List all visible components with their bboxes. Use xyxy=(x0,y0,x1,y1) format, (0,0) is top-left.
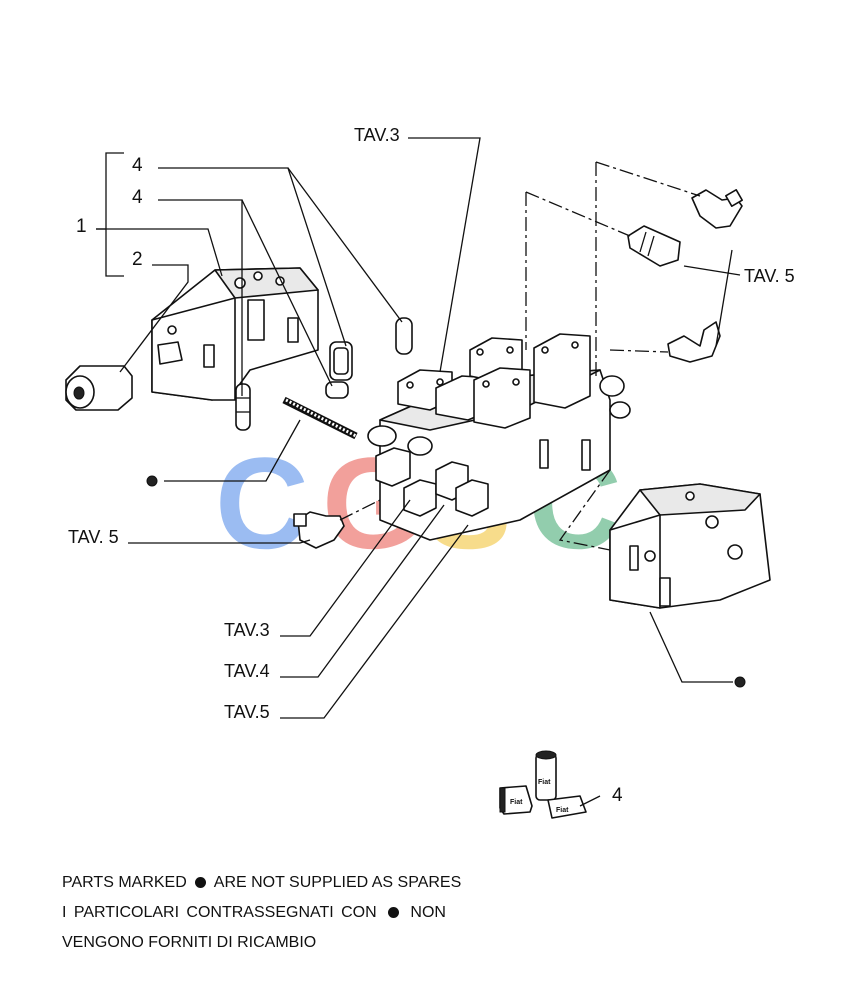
callout-tav5-left: TAV. 5 xyxy=(68,527,119,547)
cover-slot xyxy=(247,299,265,341)
block-port-3 xyxy=(599,375,625,397)
seal-ring-c xyxy=(325,381,349,399)
note-line-italian-2: VENGONO FORNITI DI RICAMBIO xyxy=(62,934,317,951)
note-line-italian-1: I PARTICOLARI CONTRASSEGNATI CON NON xyxy=(62,898,446,928)
block-port-1 xyxy=(367,425,397,447)
front-fitting-1 xyxy=(375,447,411,487)
seal-kit: Fiat Fiat Fiat xyxy=(499,750,601,819)
callout-tav4-bottom: TAV.4 xyxy=(224,661,270,681)
leader-4b-to-seal-c xyxy=(241,199,333,387)
spares-notes: PARTS MARKED ARE NOT SUPPLIED AS SPARES … xyxy=(62,868,461,958)
leader-tav3-top xyxy=(408,137,481,373)
leader-dot-to-stud xyxy=(164,419,301,482)
leader-tav5-bottom xyxy=(280,524,469,719)
note-it-word-4: CON xyxy=(341,904,377,921)
not-supplied-dot-icon xyxy=(195,877,207,889)
callout-4b: 4 xyxy=(132,187,143,208)
tie-rod-stud xyxy=(282,396,358,440)
leader-tav5-left xyxy=(128,539,311,544)
kit-brand-left: Fiat xyxy=(510,799,523,806)
seal-ring-d xyxy=(235,383,251,431)
callout-tav5-right: TAV. 5 xyxy=(744,266,795,286)
front-fitting-2 xyxy=(403,479,437,517)
leader-4a-to-seal-a xyxy=(287,167,403,323)
leader-lines xyxy=(96,137,741,719)
elbow-fitting-left xyxy=(297,511,345,549)
callout-2: 2 xyxy=(132,249,143,270)
note-en-after: ARE NOT SUPPLIED AS SPARES xyxy=(213,874,462,891)
left-end-cover xyxy=(151,267,319,401)
leader-tav4-bottom xyxy=(280,504,445,678)
block-port-4 xyxy=(609,401,631,419)
callout-kit-4: 4 xyxy=(612,785,623,806)
block-port-2 xyxy=(407,436,433,456)
kit-brand-tube: Fiat xyxy=(538,779,551,786)
leader-right-cover-to-dot xyxy=(649,611,733,683)
note-en-before: PARTS MARKED xyxy=(62,874,187,891)
callout-tav3-bottom: TAV.3 xyxy=(224,620,270,640)
seal-ring-a xyxy=(395,317,413,355)
seal-rings xyxy=(235,317,413,431)
not-supplied-marker-left xyxy=(146,475,158,487)
note-it-word-2: PARTICOLARI xyxy=(73,904,180,921)
hex-nut xyxy=(65,365,133,411)
kit-packet-right xyxy=(547,795,587,819)
note-line-english: PARTS MARKED ARE NOT SUPPLIED AS SPARES xyxy=(62,868,461,898)
cover-thread-stud xyxy=(157,341,183,365)
note-it-word-5: NON xyxy=(410,904,446,921)
right-end-cover xyxy=(609,483,771,609)
leader-tav5-right-b xyxy=(715,249,733,347)
not-supplied-dot-icon-it xyxy=(388,907,400,919)
assembly-lines xyxy=(339,161,701,551)
leader-tav5-right-a xyxy=(683,265,741,276)
elbow-fitting-right xyxy=(667,321,721,363)
watermark-letter-c1: C xyxy=(215,430,309,576)
group-bracket xyxy=(105,152,124,277)
leader-tav3-bottom xyxy=(280,499,411,637)
leader-2-to-nut xyxy=(119,264,189,373)
leader-1-to-cover xyxy=(96,228,223,277)
front-fitting-4 xyxy=(455,479,489,517)
main-valve-block xyxy=(367,333,631,541)
callout-4a: 4 xyxy=(132,155,143,176)
straight-fitting xyxy=(627,225,681,267)
callout-1: 1 xyxy=(76,216,87,237)
spool-cap-5 xyxy=(533,333,591,409)
not-supplied-marker-right xyxy=(734,676,746,688)
kit-tube xyxy=(535,753,557,801)
kit-brand-right: Fiat xyxy=(556,807,569,814)
callout-tav5-bottom: TAV.5 xyxy=(224,702,270,722)
note-it-word-3: CONTRASSEGNATI xyxy=(186,904,334,921)
spool-cap-4 xyxy=(473,367,531,429)
elbow-fittings xyxy=(293,189,743,549)
note-it-word-1: I xyxy=(62,904,67,921)
callout-tav3-top: TAV.3 xyxy=(354,125,400,145)
